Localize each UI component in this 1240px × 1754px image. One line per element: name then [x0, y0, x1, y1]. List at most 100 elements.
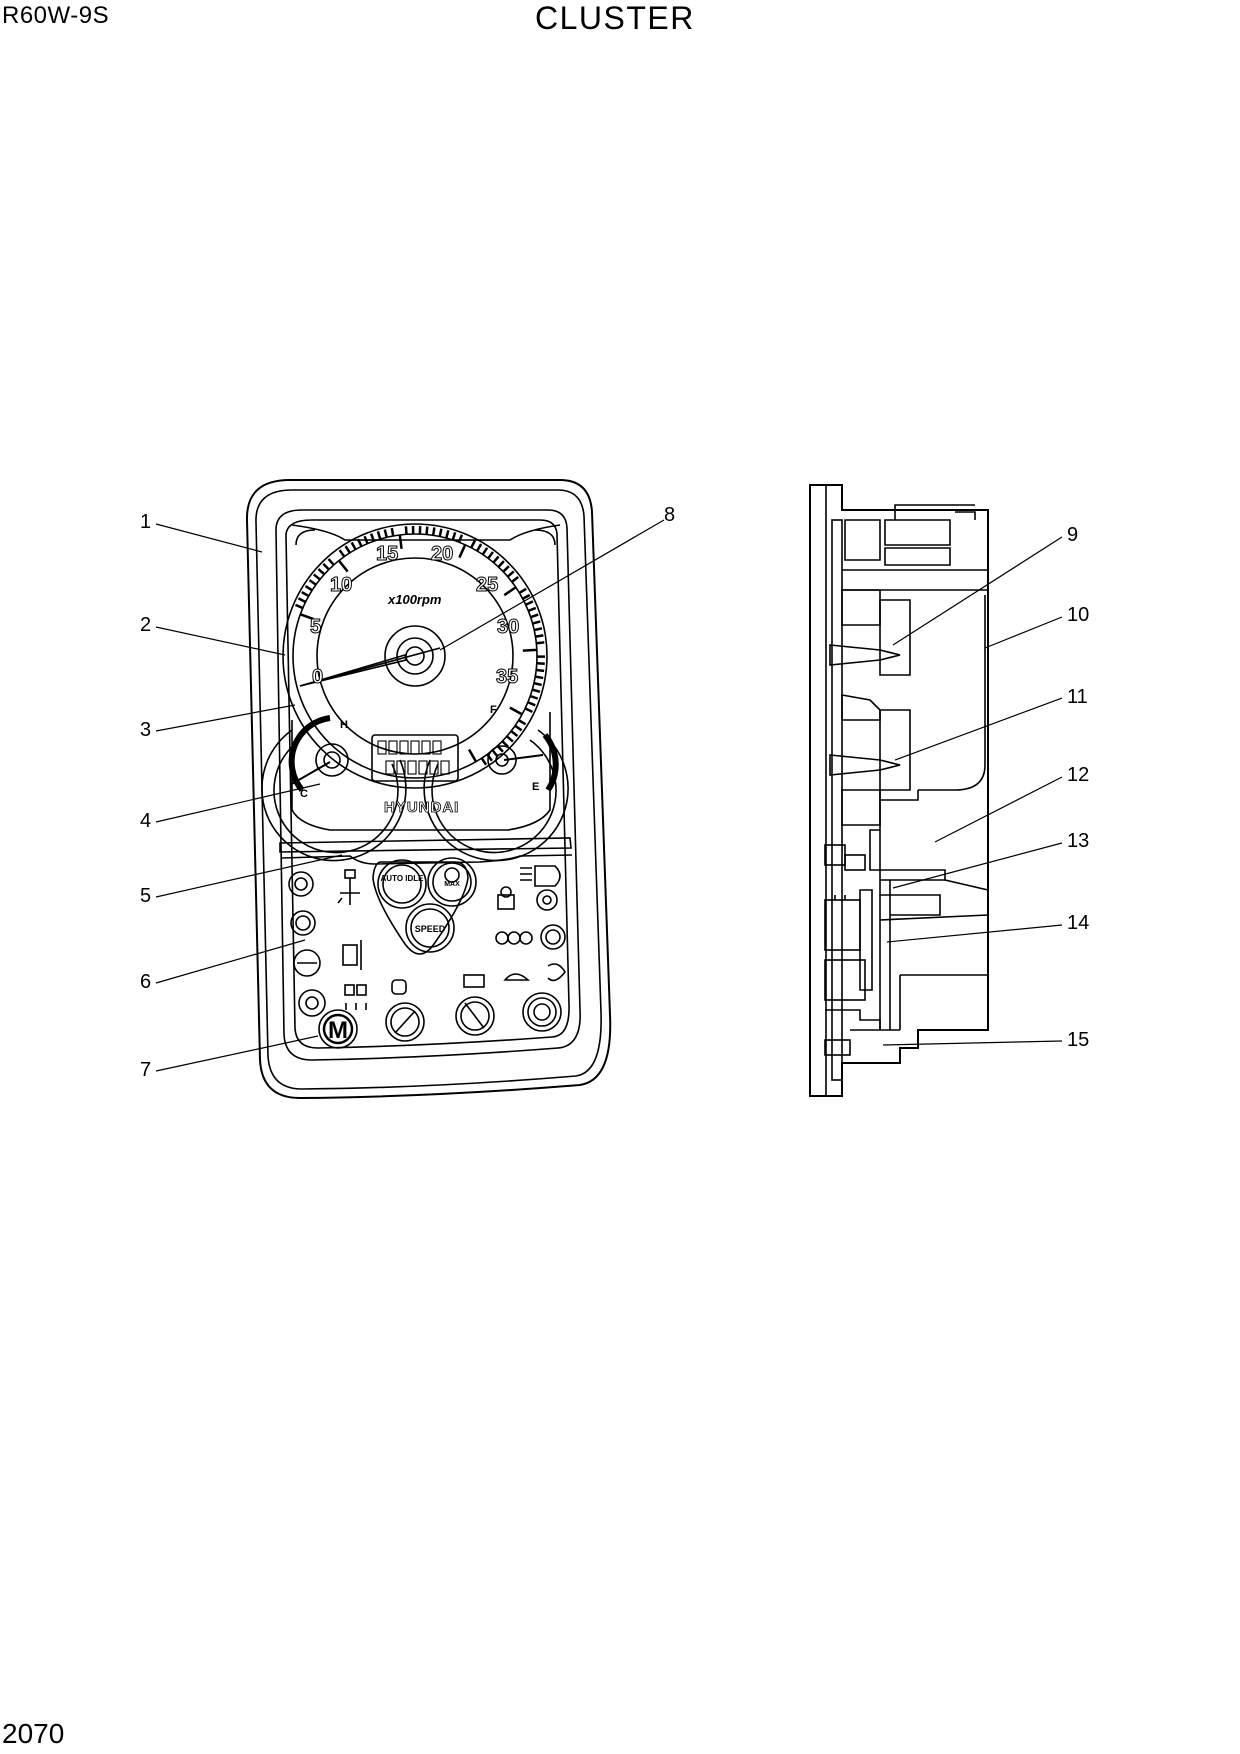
- scale-label-25: 25: [476, 574, 498, 596]
- scale-label-35: 35: [496, 666, 518, 688]
- lcd-segments: [377, 740, 450, 775]
- tach-tick: [506, 735, 514, 743]
- tach-tick: [317, 568, 326, 576]
- tach-tick: [487, 551, 494, 560]
- temp-high-label: H: [340, 719, 348, 731]
- tach-tick: [445, 530, 450, 539]
- tach-tick: [518, 587, 527, 594]
- lcd-digit: [418, 760, 428, 775]
- tach-tick: [458, 544, 467, 559]
- lcd-digit: [410, 740, 420, 755]
- callout-12: 12: [1067, 764, 1090, 786]
- tach-tick: [390, 527, 395, 537]
- tach-tick: [518, 719, 527, 726]
- page-number: 2070: [2, 1718, 65, 1749]
- tach-tick: [536, 641, 545, 645]
- tach-tick: [475, 543, 483, 552]
- tach-tick: [398, 534, 403, 549]
- tach-tick: [301, 591, 310, 598]
- callout-6: 6: [140, 971, 152, 993]
- tach-tick: [322, 562, 330, 571]
- tach-tick: [425, 526, 429, 535]
- tach-tick: [535, 634, 544, 638]
- tach-tick: [525, 600, 534, 606]
- lcd-digit: [399, 740, 409, 755]
- speed-button-label: SPEED: [415, 924, 446, 934]
- tach-tick: [337, 559, 349, 573]
- tach-tick: [514, 724, 523, 732]
- brand-logo-text: HYUNDAI: [384, 799, 459, 816]
- lcd-digit: [385, 760, 395, 775]
- tach-tick: [376, 531, 382, 540]
- lcd-digit: [407, 760, 417, 775]
- tach-tick: [522, 593, 531, 600]
- tach-tick: [480, 757, 488, 766]
- callout-10: 10: [1067, 604, 1090, 626]
- tach-tick: [404, 526, 408, 535]
- tach-tick: [470, 540, 476, 549]
- tach-tick: [369, 533, 376, 542]
- callout-9: 9: [1067, 524, 1079, 546]
- tach-tick: [535, 675, 544, 680]
- tach-tick: [383, 529, 388, 538]
- lcd-digit: [388, 740, 398, 755]
- callout-7: 7: [140, 1059, 152, 1081]
- warning-lamps: [288, 865, 566, 1017]
- callout-2: 2: [140, 614, 152, 636]
- tach-tick: [491, 749, 499, 758]
- lcd-digit: [432, 740, 442, 755]
- tach-tick: [467, 748, 478, 763]
- tach-tick: [527, 701, 536, 707]
- scale-label-20: 20: [431, 543, 453, 565]
- tach-tick: [431, 527, 436, 536]
- lcd-digit: [377, 740, 387, 755]
- tach-tick: [511, 575, 519, 583]
- tach-tick: [308, 579, 317, 586]
- tach-tick: [356, 538, 363, 547]
- max-button-label: MAX: [444, 881, 460, 888]
- temp-low-label: C: [300, 788, 308, 800]
- scale-label-10: 10: [330, 574, 352, 596]
- scale-label-30: 30: [497, 616, 519, 638]
- mode-button-label: M: [328, 1017, 348, 1044]
- lcd-digit: [429, 760, 439, 775]
- tach-tick: [524, 707, 533, 713]
- tach-unit-label: x100rpm: [387, 592, 442, 607]
- tach-tick: [532, 620, 541, 625]
- tach-tick: [501, 740, 509, 748]
- scale-label-5: 5: [310, 616, 321, 638]
- tach-tick: [327, 558, 335, 566]
- tach-tick: [531, 688, 541, 694]
- tach-tick: [481, 547, 489, 556]
- tach-tick: [530, 613, 539, 619]
- lcd-digit: [421, 740, 431, 755]
- auto-idle-button-label: AUTO IDLE: [381, 874, 425, 883]
- tach-tick: [350, 541, 357, 551]
- tach-tick: [299, 613, 314, 621]
- fuel-full-label: F: [490, 704, 497, 716]
- tach-tick: [529, 694, 539, 700]
- leader-lines: [155, 519, 1063, 1072]
- tach-tick: [502, 565, 510, 573]
- tach-tick: [338, 549, 346, 558]
- scale-label-15: 15: [376, 543, 398, 565]
- tach-tick: [363, 535, 369, 545]
- tach-scale-labels: 0 5 10 15 20 25 30 35: [310, 543, 520, 689]
- callout-5: 5: [140, 885, 152, 907]
- page-title: CLUSTER: [535, 0, 695, 36]
- callout-1: 1: [140, 511, 152, 533]
- tach-tick: [533, 627, 543, 632]
- tach-tick: [503, 586, 517, 597]
- callout-4: 4: [140, 810, 152, 832]
- cluster-front-view: [245, 479, 612, 1100]
- tach-tick: [451, 531, 457, 541]
- model-code: R60W-9S: [2, 2, 110, 29]
- callout-11: 11: [1067, 686, 1088, 708]
- tach-tick: [527, 606, 537, 613]
- tach-tick: [297, 597, 307, 604]
- tach-tick: [506, 570, 515, 578]
- scale-label-0: 0: [312, 666, 323, 688]
- lcd-digit: [440, 760, 450, 775]
- cluster-side-view: [809, 484, 989, 1097]
